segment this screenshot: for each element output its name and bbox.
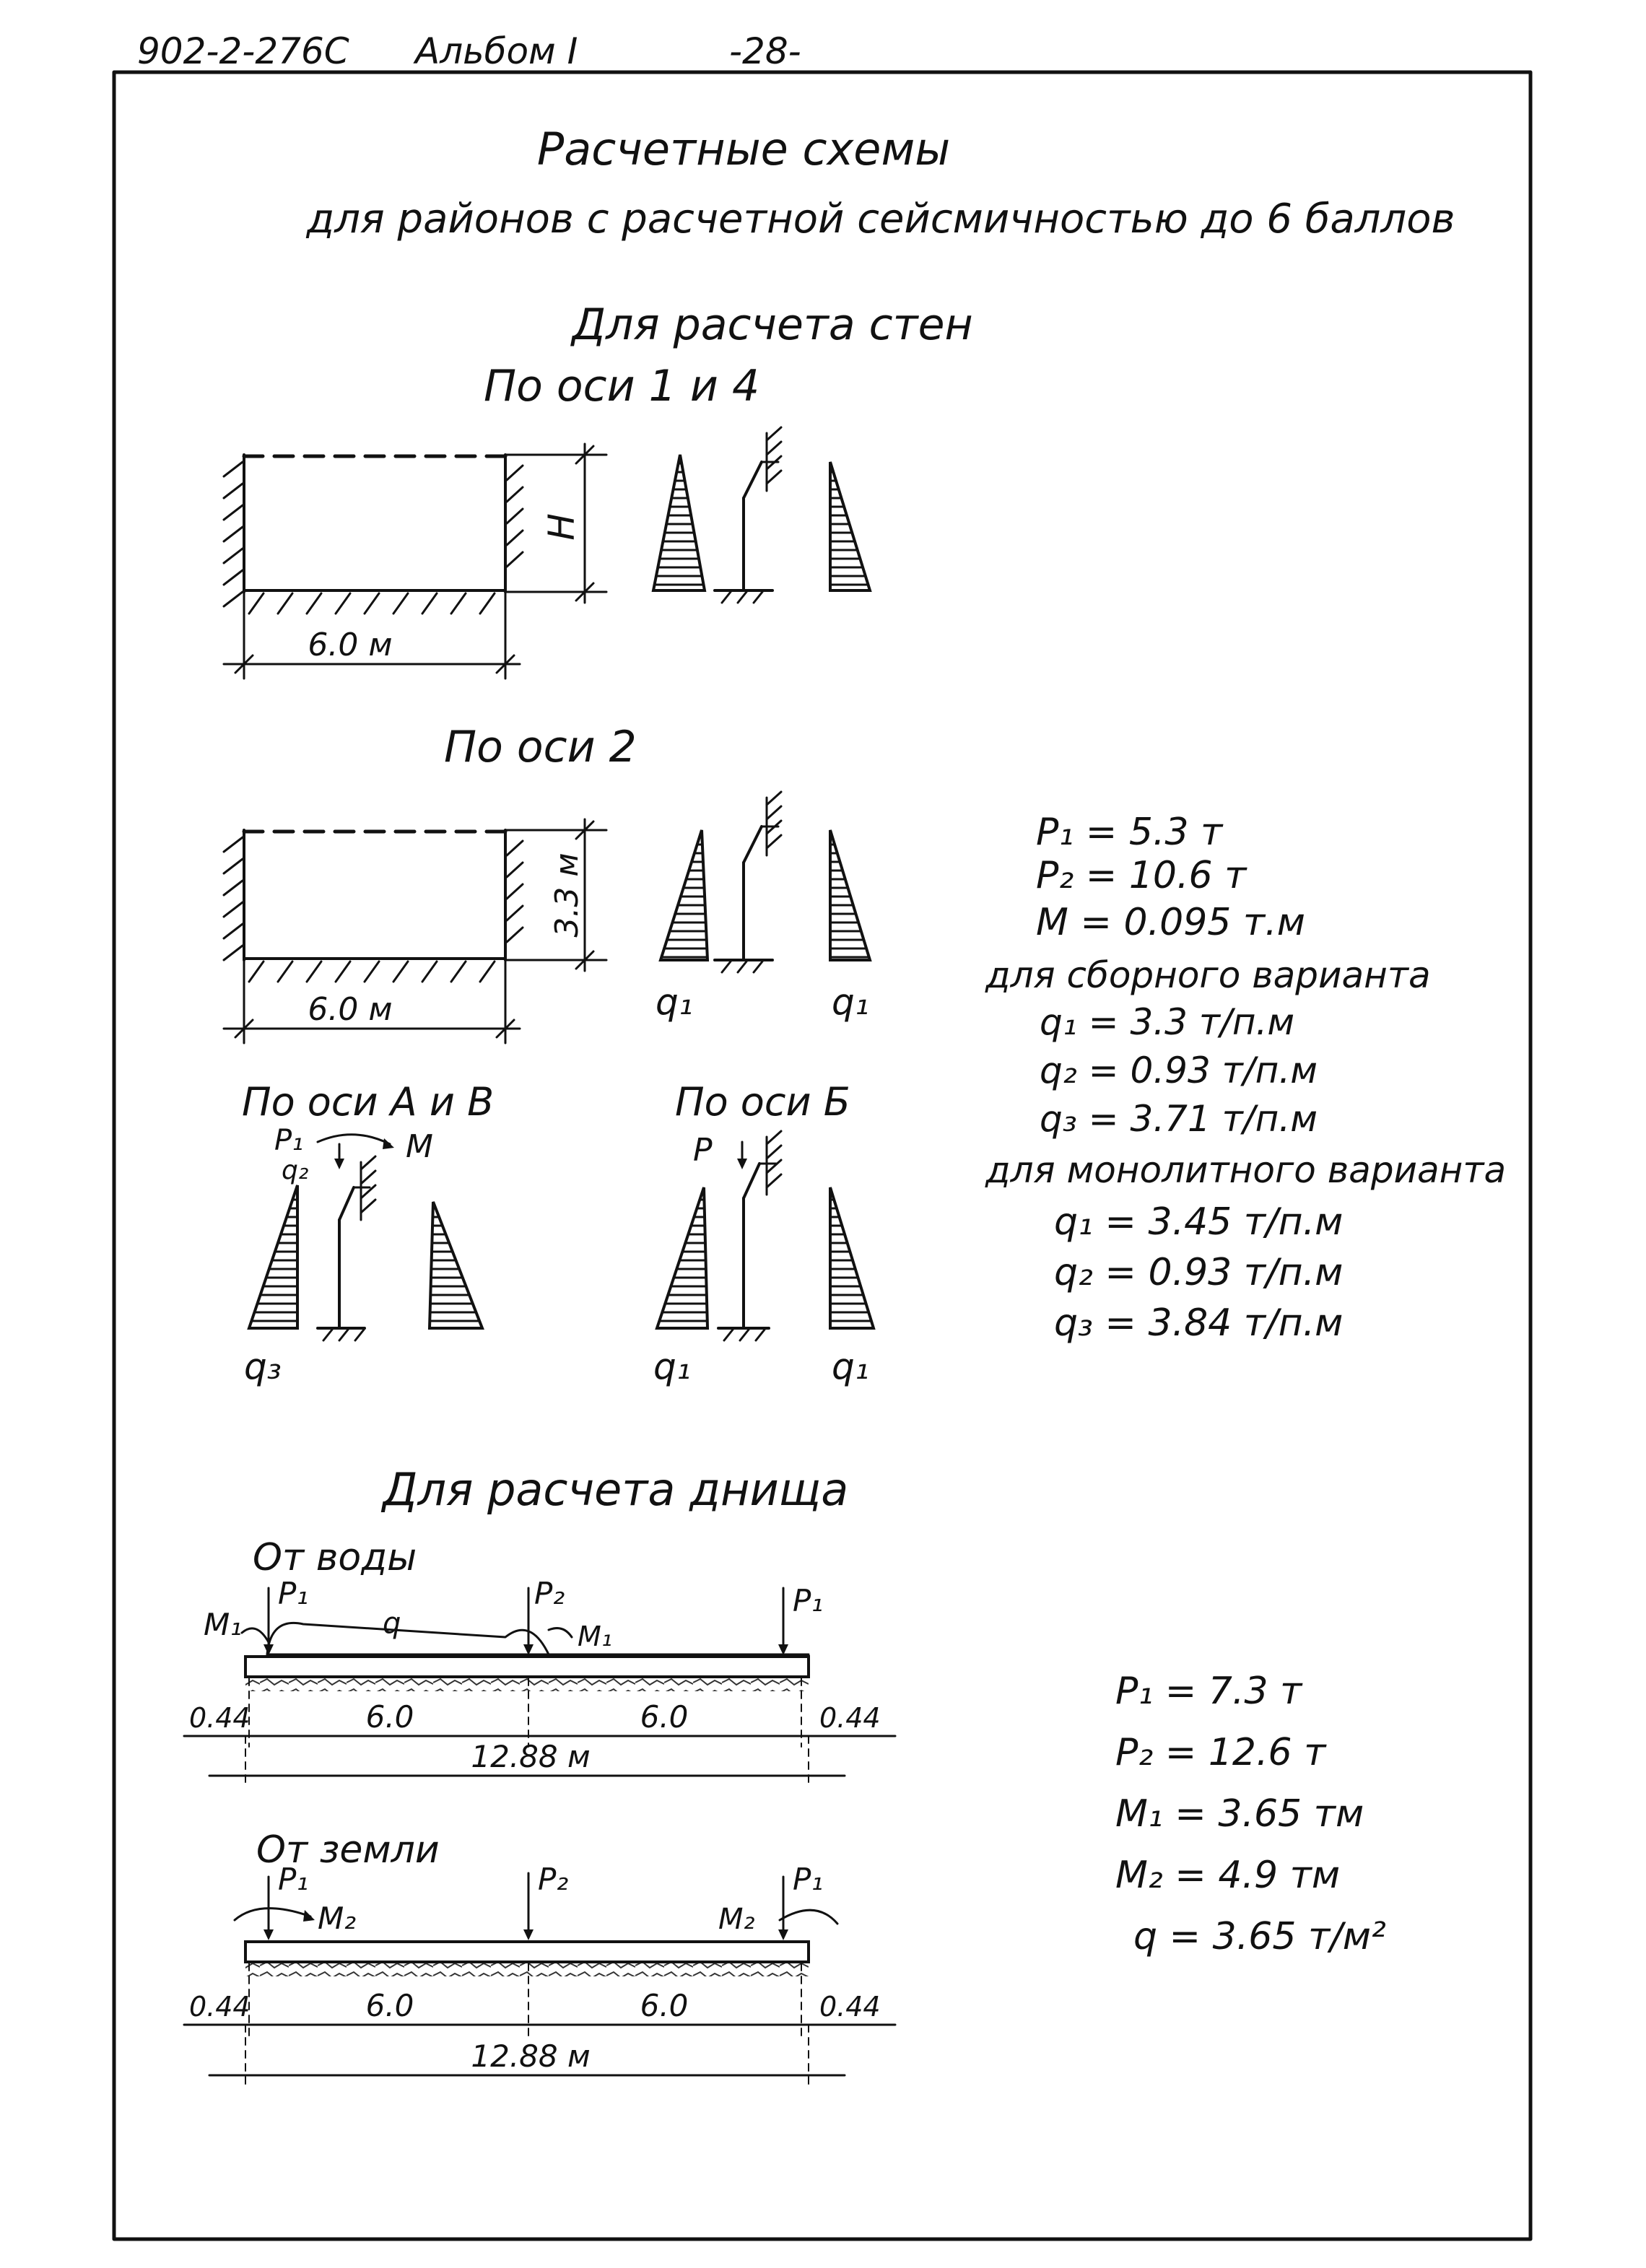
prefab-q3: q₃ = 3.71 т/п.м xyxy=(1040,1098,1318,1140)
album-label: Альбом I xyxy=(413,30,578,72)
bottom-load-values: P₁ = 7.3 т P₂ = 12.6 т М₁ = 3.65 тм М₂ =… xyxy=(1115,1670,1386,1958)
page-subtitle: для районов с расчетной сейсмичностью до… xyxy=(306,196,1455,243)
wall-load-diagram-axis-1-4 xyxy=(651,426,872,604)
wall-load-diagram-axis-2: q₁ q₁ xyxy=(656,790,872,1023)
monolithic-heading: для монолитного варианта xyxy=(985,1149,1506,1191)
soil-m1: М₂ xyxy=(318,1901,356,1936)
mono-q3: q₃ = 3.84 т/п.м xyxy=(1054,1301,1343,1345)
bottom-scheme-soil: P₁ М₂ P₂ М₂ P₁ 0.44 6.0 6.0 0.44 12.88 м xyxy=(183,1862,897,2087)
water-dim-left: 0.44 xyxy=(189,1702,251,1734)
axis-a-v-m: М xyxy=(406,1128,433,1165)
wall-load-diagram-axis-a-v: P₁ q₂ М q₃ xyxy=(244,1124,484,1387)
axis-2-q-left: q₁ xyxy=(656,981,693,1023)
soil-dim-span1: 6.0 xyxy=(366,1988,414,2023)
soil-p2: P₂ xyxy=(538,1862,568,1897)
prefab-q1: q₁ = 3.3 т/п.м xyxy=(1040,1001,1294,1043)
axis-b-label: По оси Б xyxy=(675,1079,850,1125)
water-dim-span1: 6.0 xyxy=(366,1699,414,1735)
page-title: Расчетные схемы xyxy=(537,123,950,175)
water-dim-span2: 6.0 xyxy=(640,1699,689,1735)
water-p1: P₁ xyxy=(278,1576,308,1611)
axis-a-v-p: P₁ xyxy=(274,1124,303,1157)
mono-q2: q₂ = 0.93 т/п.м xyxy=(1054,1251,1343,1294)
wall-load-diagram-axis-b: P q₁ q₁ xyxy=(653,1130,876,1387)
prefab-q2: q₂ = 0.93 т/п.м xyxy=(1040,1050,1318,1091)
soil-dim-left: 0.44 xyxy=(189,1991,251,2023)
axis-a-v-q-bottom: q₃ xyxy=(244,1345,282,1387)
water-dim-right: 0.44 xyxy=(819,1702,881,1734)
bottom-value-m2: М₂ = 4.9 тм xyxy=(1115,1854,1340,1897)
sheet-frame xyxy=(112,70,1533,2241)
axis-2-q-right: q₁ xyxy=(832,981,869,1023)
axis-2-height-label: 3.3 м xyxy=(549,852,585,937)
bottom-heading: Для расчета днища xyxy=(380,1463,848,1516)
soil-dim-right: 0.44 xyxy=(819,1991,881,2023)
mono-q1: q₁ = 3.45 т/п.м xyxy=(1054,1200,1343,1244)
wall-load-values: P₁ = 5.3 т P₂ = 10.6 т М = 0.095 т.м для… xyxy=(985,811,1506,1345)
axis-1-4-label: По оси 1 и 4 xyxy=(484,361,759,411)
sheet-header: 902-2-276С Альбом I -28- xyxy=(137,30,801,72)
water-label: От воды xyxy=(253,1536,417,1579)
axis-b-q-right: q₁ xyxy=(832,1345,869,1387)
axis-b-q-left: q₁ xyxy=(653,1345,691,1387)
axis-b-p: P xyxy=(693,1132,713,1169)
page-number: -28- xyxy=(729,30,801,72)
drawing-code: 902-2-276С xyxy=(137,30,349,72)
bottom-scheme-water: М₁ P₁ q P₂ М₁ P₁ 0.44 6.0 6.0 0.44 12.88… xyxy=(183,1576,897,1787)
axis-2-label: По оси 2 xyxy=(444,722,637,772)
wall-value-p1: P₁ = 5.3 т xyxy=(1036,811,1224,854)
water-p2: P₂ xyxy=(534,1576,565,1611)
bottom-value-m1: М₁ = 3.65 тм xyxy=(1115,1792,1364,1836)
bottom-value-q: q = 3.65 т/м² xyxy=(1133,1915,1386,1958)
soil-p3: P₁ xyxy=(793,1862,823,1897)
soil-dim-total: 12.88 м xyxy=(471,2038,590,2074)
soil-dim-span2: 6.0 xyxy=(640,1988,689,2023)
water-m-mid: М₁ xyxy=(578,1621,612,1652)
wall-value-m: М = 0.095 т.м xyxy=(1036,901,1305,944)
bottom-value-p1: P₁ = 7.3 т xyxy=(1115,1670,1303,1713)
soil-m2: М₂ xyxy=(718,1903,755,1936)
axis-1-4-height-label: Н xyxy=(541,513,583,541)
wall-value-p2: P₂ = 10.6 т xyxy=(1036,854,1247,897)
soil-p1: P₁ xyxy=(278,1862,308,1897)
axis-a-v-label: По оси А и В xyxy=(242,1079,494,1125)
water-dim-total: 12.88 м xyxy=(471,1739,590,1774)
soil-label: От земли xyxy=(256,1828,440,1872)
frame-plan-axis-1-4: Н 6.0 м xyxy=(222,442,608,680)
prefab-heading: для сборного варианта xyxy=(985,954,1431,996)
axis-1-4-span-label: 6.0 м xyxy=(308,627,392,663)
walls-heading: Для расчета стен xyxy=(570,300,972,350)
axis-a-v-q: q₂ xyxy=(282,1156,308,1185)
water-p-right: P₁ xyxy=(793,1583,823,1618)
frame-plan-axis-2: 3.3 м 6.0 м xyxy=(222,818,608,1044)
bottom-value-p2: P₂ = 12.6 т xyxy=(1115,1731,1327,1774)
water-q: q xyxy=(383,1607,401,1640)
water-m-left: М₁ xyxy=(204,1607,242,1642)
axis-2-span-label: 6.0 м xyxy=(308,991,392,1028)
